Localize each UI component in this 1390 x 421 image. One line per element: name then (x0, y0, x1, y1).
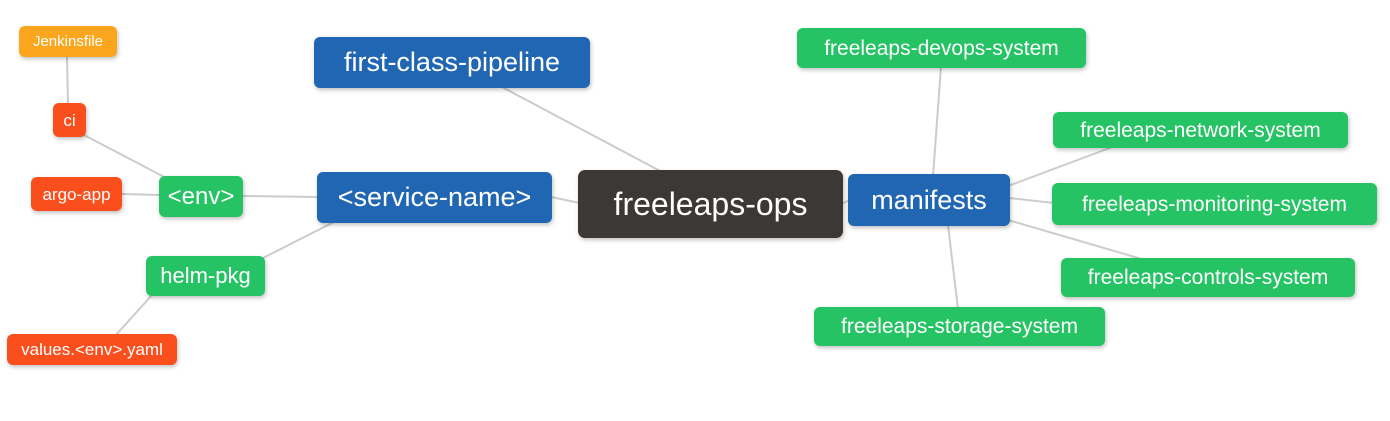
edge-argo-app-env (120, 193, 161, 196)
node-manifests[interactable]: manifests (848, 174, 1010, 226)
edge-first-class-pipeline-ops (501, 86, 663, 173)
node-first-class-pipeline[interactable]: first-class-pipeline (314, 37, 590, 88)
node-freeleaps-storage-system[interactable]: freeleaps-storage-system (814, 307, 1105, 346)
node-freeleaps-ops[interactable]: freeleaps-ops (578, 170, 843, 238)
edge-helm-pkg-values (114, 294, 153, 337)
node-env[interactable]: <env> (159, 176, 243, 217)
node-helm-pkg[interactable]: helm-pkg (146, 256, 265, 296)
edge-jenkinsfile-ci (66, 55, 69, 105)
edge-ci-env (83, 134, 169, 180)
node-ci[interactable]: ci (53, 103, 86, 137)
edge-env-service-name (241, 195, 319, 198)
edge-manifests-monitoring (1008, 197, 1055, 204)
edge-manifests-storage (947, 224, 959, 310)
edge-manifests-network (1007, 145, 1116, 187)
node-values-env-yaml[interactable]: values.<env>.yaml (7, 334, 177, 365)
edge-service-name-ops (550, 196, 581, 204)
edge-manifests-controls (1007, 219, 1153, 263)
edge-manifests-devops (932, 66, 942, 177)
node-freeleaps-network-system[interactable]: freeleaps-network-system (1053, 112, 1348, 148)
node-freeleaps-devops-system[interactable]: freeleaps-devops-system (797, 28, 1086, 68)
node-service-name[interactable]: <service-name> (317, 172, 552, 223)
node-jenkinsfile[interactable]: Jenkinsfile (19, 26, 117, 57)
node-freeleaps-controls-system[interactable]: freeleaps-controls-system (1061, 258, 1355, 297)
node-freeleaps-monitoring-system[interactable]: freeleaps-monitoring-system (1052, 183, 1377, 225)
node-argo-app[interactable]: argo-app (31, 177, 122, 211)
edge-service-name-helm-pkg (260, 221, 335, 260)
